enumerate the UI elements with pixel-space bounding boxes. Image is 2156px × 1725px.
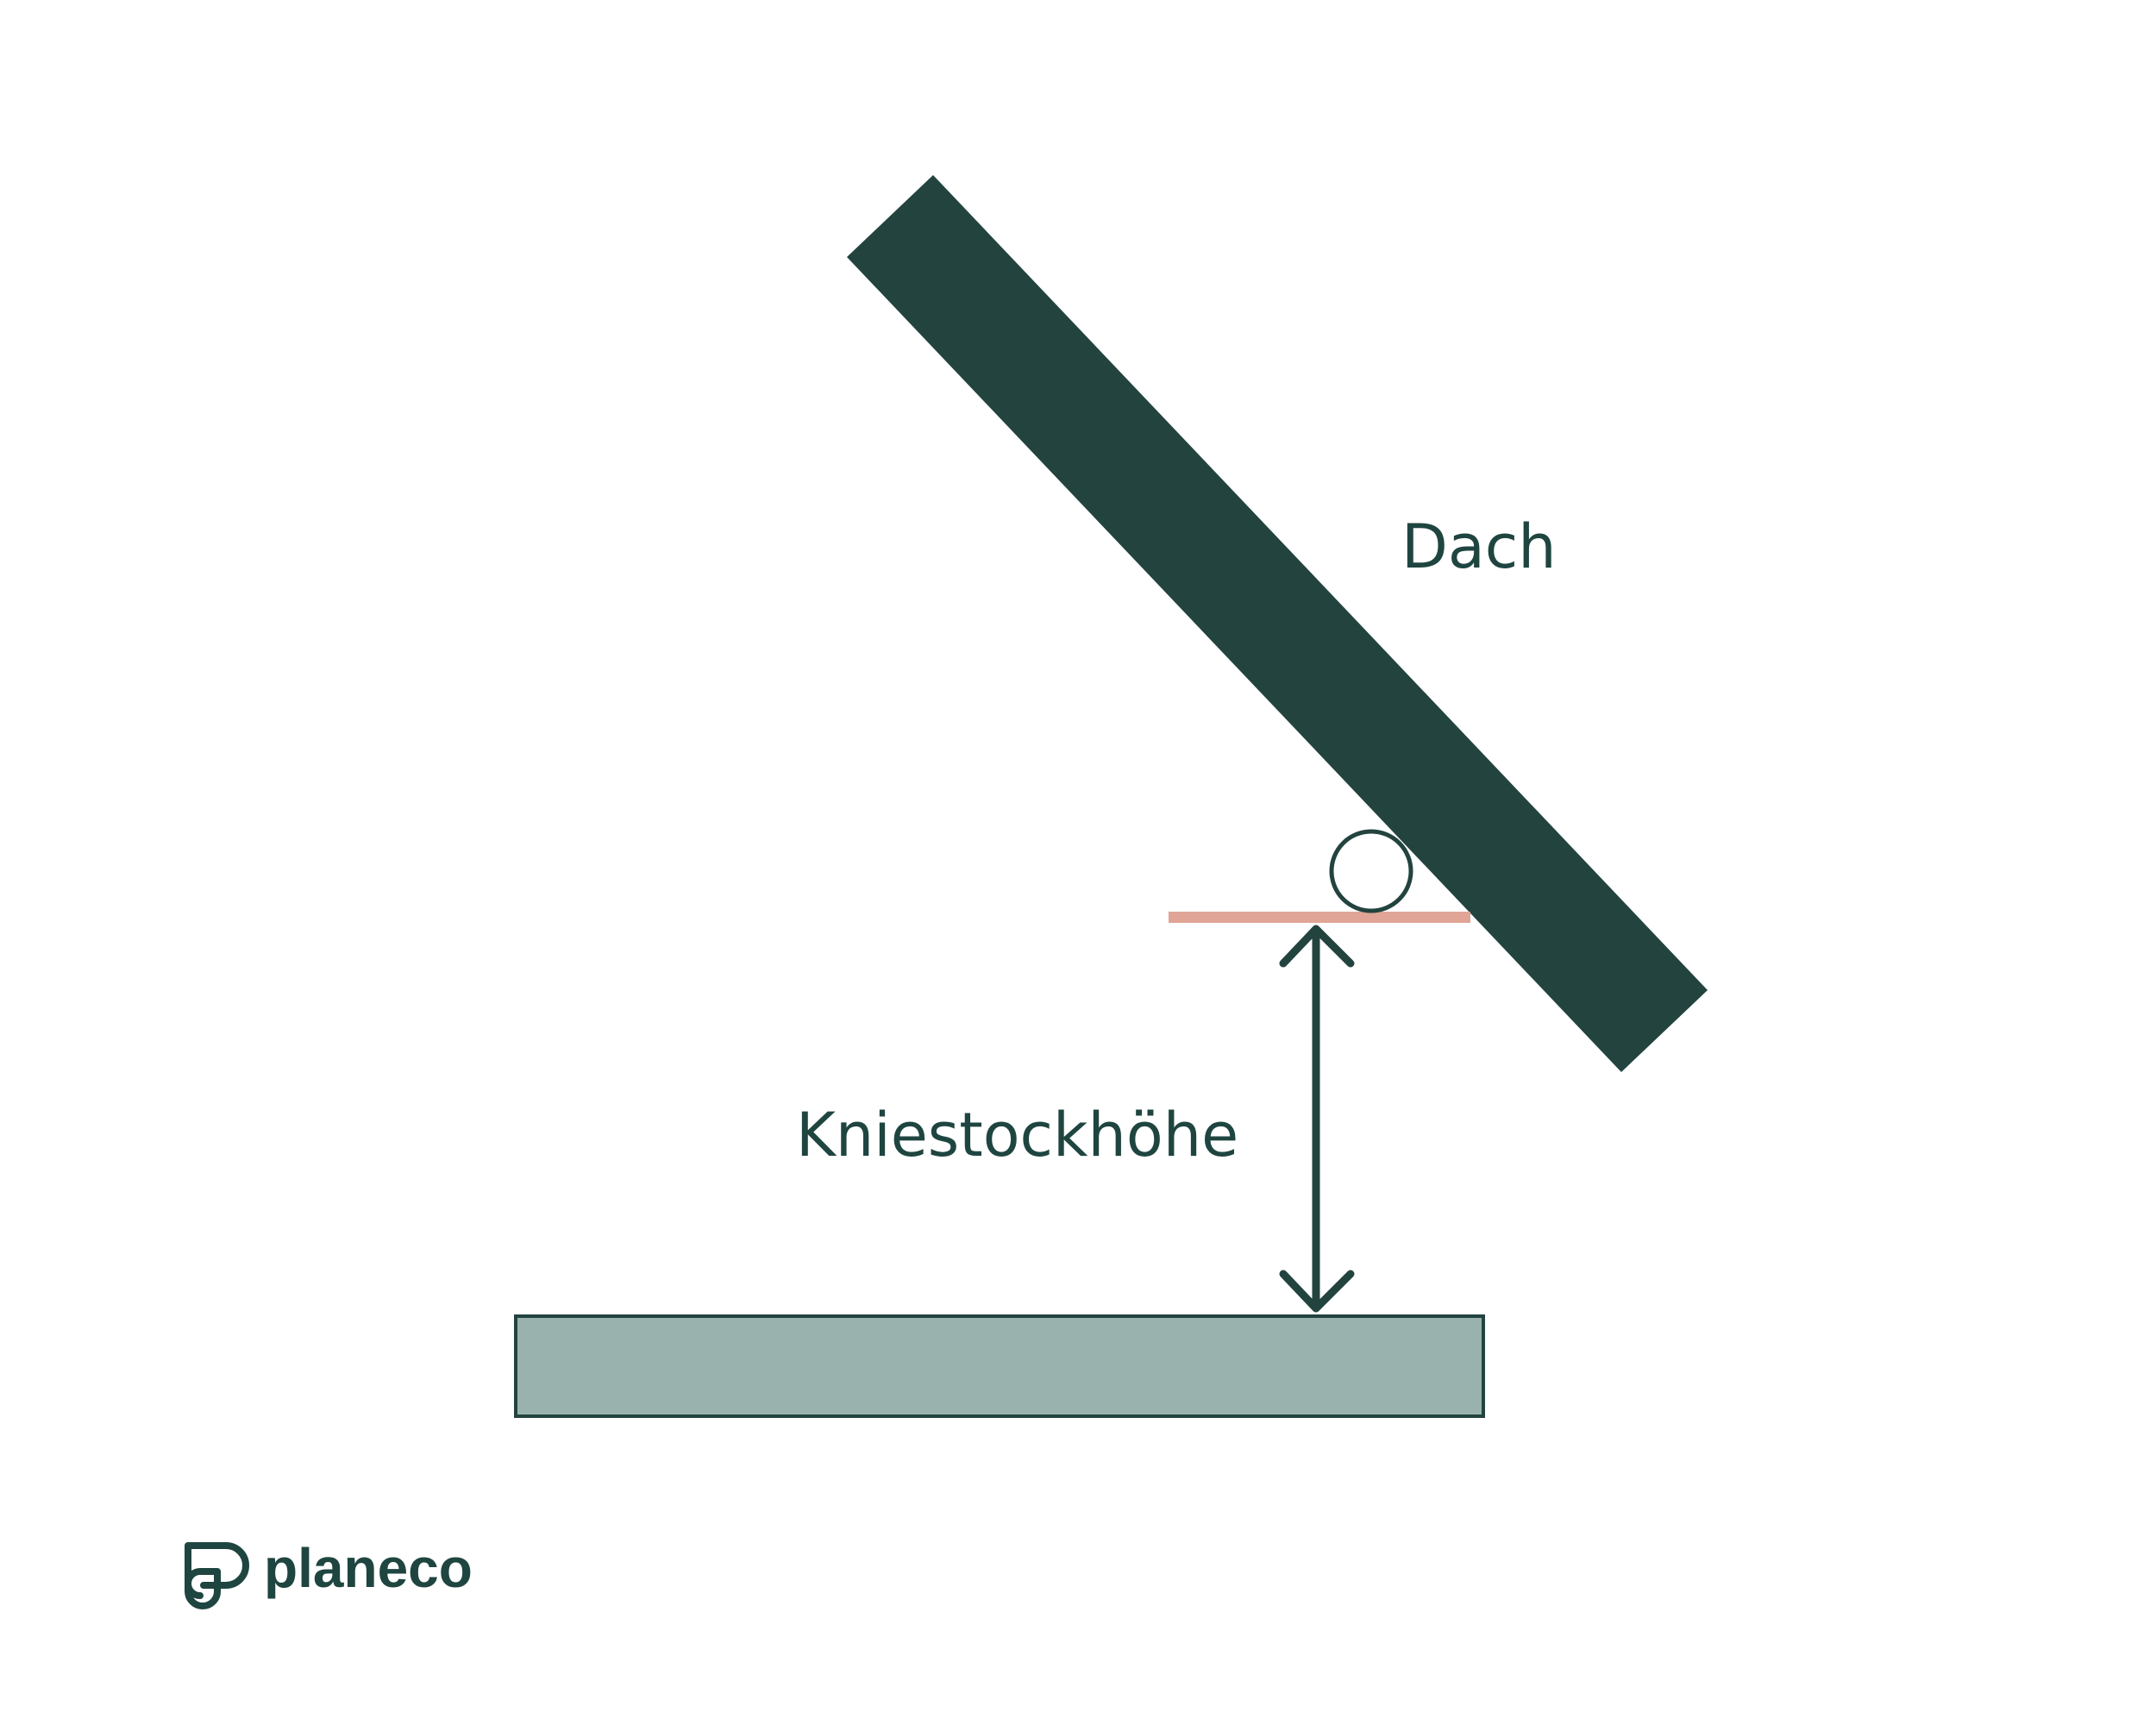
purlin-circle	[1329, 829, 1413, 913]
knee-wall-height-label: Kniestockhöhe	[796, 1100, 1238, 1170]
planeco-logo-icon	[185, 1542, 249, 1609]
roof-beam	[847, 175, 1708, 1072]
arrow-head-top	[1279, 925, 1355, 968]
eave-line	[1169, 912, 1470, 923]
planeco-logo: planeco	[185, 1537, 473, 1609]
dimension-arrow	[1279, 925, 1355, 1313]
roof-label: Dach	[1401, 511, 1557, 582]
brand-name: planeco	[264, 1537, 473, 1599]
arrow-head-bottom	[1279, 1270, 1355, 1313]
floor-slab	[514, 1314, 1485, 1418]
